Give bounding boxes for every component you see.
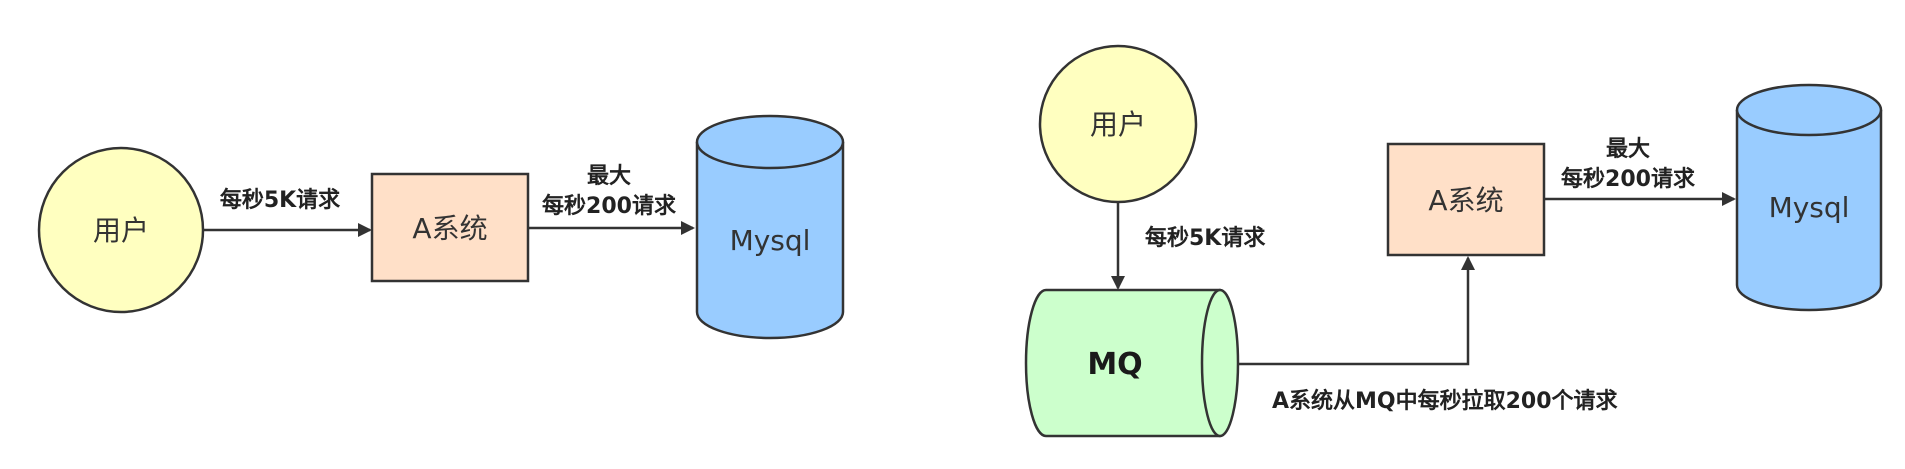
right-system-node: A系统 — [1386, 142, 1546, 257]
right-db-node: Mysql — [1735, 83, 1883, 312]
right-edge-mq-to-system — [1238, 256, 1475, 366]
right-db-label: Mysql — [1769, 191, 1850, 224]
left-db-node: Mysql — [695, 114, 845, 340]
right-edge-system-to-db-label-line2: 每秒200请求 — [1561, 166, 1695, 192]
right-mq-label: MQ — [1087, 347, 1142, 382]
right-user-node: 用户 — [1038, 44, 1198, 204]
left-system-label: A系统 — [412, 212, 487, 245]
right-diagram: 用户 每秒5K请求 MQ A系统从MQ中每秒拉取200个请求 A系统 最大 每秒… — [1024, 44, 1883, 438]
left-system-node: A系统 — [370, 172, 530, 283]
right-system-label: A系统 — [1428, 184, 1503, 217]
left-edge-system-to-db-label-line2: 每秒200请求 — [542, 193, 676, 219]
right-edge-user-to-mq-label: 每秒5K请求 — [1145, 225, 1265, 251]
left-diagram: 用户 每秒5K请求 A系统 最大 每秒200请求 Mysql — [37, 114, 845, 340]
right-edge-system-to-db-label-line1: 最大 — [1606, 137, 1650, 162]
left-user-node: 用户 — [37, 146, 205, 314]
left-db-label: Mysql — [730, 224, 811, 257]
right-edge-mq-to-system-label: A系统从MQ中每秒拉取200个请求 — [1272, 388, 1618, 414]
left-edge-system-to-db-label-line1: 最大 — [587, 164, 631, 189]
left-user-label: 用户 — [93, 214, 149, 247]
left-edge-user-to-system-label: 每秒5K请求 — [220, 187, 340, 213]
right-mq-node: MQ — [1024, 288, 1240, 438]
right-user-label: 用户 — [1090, 108, 1146, 141]
